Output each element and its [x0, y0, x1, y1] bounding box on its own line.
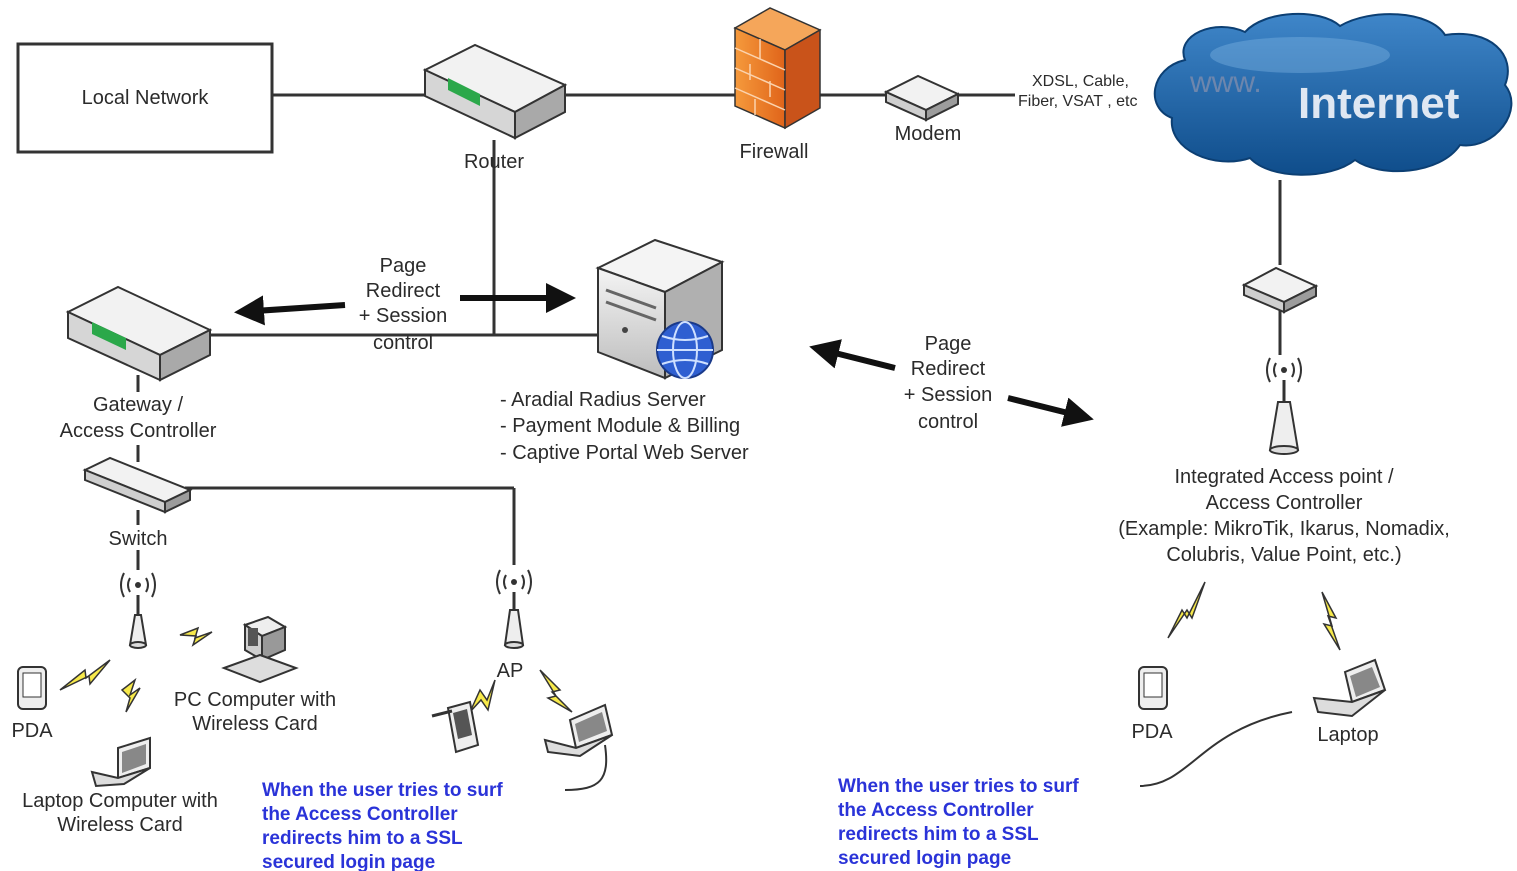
- cloud-icon: [1153, 12, 1513, 176]
- server-icon: [595, 238, 725, 380]
- redirect-right-line-3: + Session: [904, 384, 992, 406]
- redirect-arrows-left: [234, 283, 576, 326]
- lightning-icon: [469, 669, 573, 713]
- gateway-label-line-2: Access Controller: [60, 420, 217, 442]
- local-network-box: Local Network: [16, 42, 274, 154]
- note-right-line-4: secured login page: [838, 848, 1011, 869]
- integrated-label-line-2: Access Controller: [1206, 492, 1363, 514]
- pda-icon: [17, 666, 47, 710]
- note-right-line-3: redirects him to a SSL: [838, 824, 1039, 845]
- pc-label-line-1: PC Computer with: [174, 689, 336, 711]
- gateway-label-line-1: Gateway /: [93, 394, 183, 416]
- note-left-line-3: redirects him to a SSL: [262, 828, 463, 849]
- antenna-icon: [1266, 357, 1302, 455]
- server-label-line-2: - Payment Module & Billing: [500, 415, 740, 437]
- integrated-label-line-1: Integrated Access point /: [1174, 466, 1393, 488]
- pc-icon: [221, 615, 299, 684]
- note-right-line-2: the Access Controller: [838, 800, 1034, 821]
- redirect-left-line-4: control: [373, 332, 433, 354]
- gateway-icon: [65, 285, 213, 382]
- router-label: Router: [464, 151, 524, 173]
- note-left-line-2: the Access Controller: [262, 804, 458, 825]
- local-network-label: Local Network: [82, 87, 210, 109]
- laptop-left-label-line-1: Laptop Computer with: [22, 790, 218, 812]
- antenna-icon: [496, 569, 532, 649]
- laptop-icon: [1312, 658, 1387, 718]
- modem-label: Modem: [895, 123, 962, 145]
- link-type-line-2: Fiber, VSAT , etc: [1018, 93, 1137, 110]
- redirect-right-line-4: control: [918, 411, 978, 433]
- server-label-line-3: - Captive Portal Web Server: [500, 442, 749, 464]
- laptop-icon: [90, 736, 151, 788]
- redirect-left-line-3: + Session: [359, 305, 447, 327]
- note-left-line-1: When the user tries to surf: [262, 780, 503, 801]
- pda-icon: [1138, 666, 1168, 710]
- lightning-icon: [1167, 581, 1341, 651]
- switch-label: Switch: [109, 528, 168, 550]
- redirect-left-line-1: Page: [380, 255, 427, 277]
- integrated-label-line-4: Colubris, Value Point, etc.): [1166, 544, 1401, 566]
- link-type-line-1: XDSL, Cable,: [1032, 73, 1129, 90]
- redirect-right-line-1: Page: [925, 333, 972, 355]
- pda-left-label: PDA: [11, 720, 53, 742]
- firewall-icon: [733, 7, 822, 130]
- ap-label: AP: [497, 660, 524, 682]
- note-right-line-1: When the user tries to surf: [838, 776, 1079, 797]
- firewall-label: Firewall: [740, 141, 809, 163]
- antenna-icon: [120, 572, 156, 649]
- integrated-label-line-3: (Example: MikroTik, Ikarus, Nomadix,: [1118, 518, 1450, 540]
- router-icon: [422, 43, 568, 140]
- server-label-line-1: - Aradial Radius Server: [500, 389, 706, 411]
- globe-icon: [656, 321, 714, 379]
- switch-icon: [82, 456, 193, 514]
- pda-right-label: PDA: [1131, 721, 1173, 743]
- connections: [136, 93, 1293, 791]
- laptop-icon: [543, 703, 614, 758]
- modem-icon: [883, 74, 961, 122]
- modem-icon: [1241, 266, 1319, 314]
- pc-label-line-2: Wireless Card: [192, 713, 318, 735]
- redirect-left-line-2: Redirect: [366, 280, 441, 302]
- internet-label: Internet: [1298, 79, 1460, 128]
- laptop-right-label: Laptop: [1317, 724, 1378, 746]
- note-left-line-4: secured login page: [262, 852, 435, 871]
- pda-icon: [431, 700, 480, 754]
- lightning-icon: [59, 626, 213, 713]
- redirect-right-line-2: Redirect: [911, 358, 986, 380]
- internet-www-label: www.: [1189, 66, 1262, 99]
- laptop-left-label-line-2: Wireless Card: [57, 814, 183, 836]
- redirect-arrows-right: [809, 339, 1094, 427]
